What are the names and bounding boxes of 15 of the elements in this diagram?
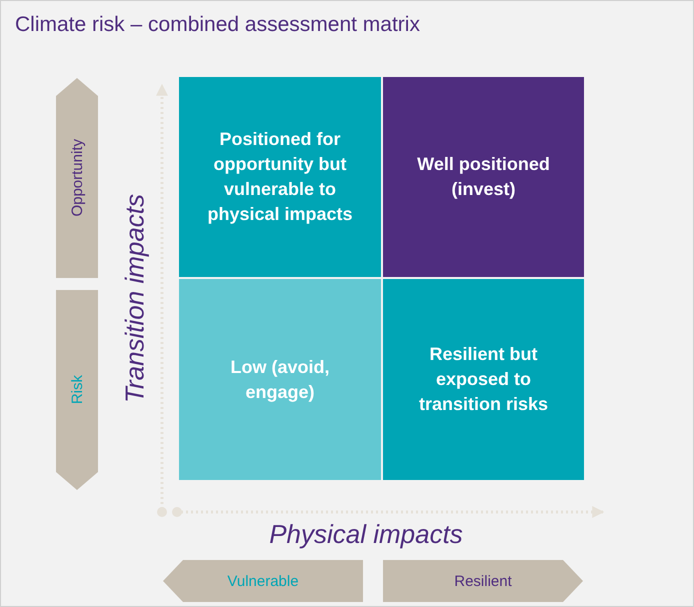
cell-text: Resilient but exposed to transition risks <box>418 343 550 416</box>
matrix-cell <box>179 77 381 277</box>
matrix-cell <box>383 279 584 480</box>
cell-text: Well positioned (invest) <box>416 153 551 201</box>
arrow-label: Risk <box>68 375 86 405</box>
axis-title: Physical impacts <box>268 519 464 550</box>
arrow-label: Vulnerable <box>227 572 299 590</box>
arrow-label: Resilient <box>454 572 512 590</box>
axis-title: Transition impacts <box>120 192 150 406</box>
matrix-cell <box>179 279 381 480</box>
cell-text: Low (avoid, engage) <box>230 356 330 404</box>
title: Climate risk – combined assessment matrix <box>15 13 420 37</box>
arrow-label: Opportunity <box>68 139 86 217</box>
cell-text: Positioned for opportunity but vulnerable to physical impacts <box>206 128 354 226</box>
matrix-cell <box>383 77 584 277</box>
